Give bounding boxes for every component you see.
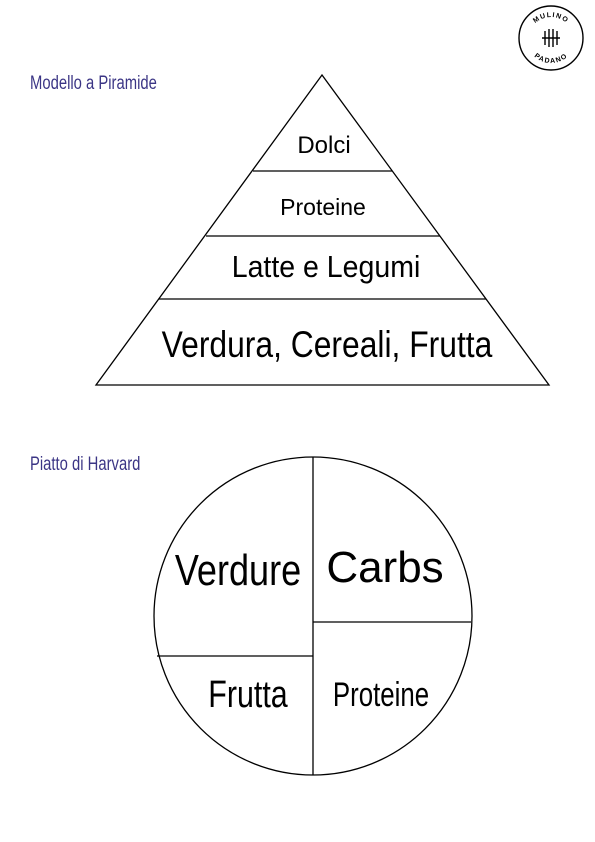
food-pyramid [94, 73, 551, 386]
pyramid-outline [94, 73, 551, 386]
pyramid-level-proteine: Proteine [280, 194, 366, 220]
plate-section-verdure: Verdure [175, 546, 301, 595]
pyramid-level-latte-legumi: Latte e Legumi [232, 250, 421, 284]
harvard-plate [153, 456, 473, 776]
mulino-padano-logo: MULINO PADANO [518, 5, 584, 71]
pyramid-level-dolci: Dolci [297, 132, 350, 159]
logo-circle [518, 5, 584, 71]
plate-section-carbs: Carbs [326, 543, 443, 592]
plate-section-proteine: Proteine [333, 677, 429, 714]
pyramid-title: Modello a Piramide [30, 73, 157, 94]
plate-title: Piatto di Harvard [30, 454, 141, 475]
wheat-emblem-icon [542, 29, 560, 47]
pyramid-level-verdura-cereali-frutta: Verdura, Cereali, Frutta [162, 325, 493, 366]
logo-text-bottom: PADANO [533, 52, 569, 65]
plate-section-frutta: Frutta [208, 674, 288, 716]
logo-text-top: MULINO [532, 12, 570, 25]
